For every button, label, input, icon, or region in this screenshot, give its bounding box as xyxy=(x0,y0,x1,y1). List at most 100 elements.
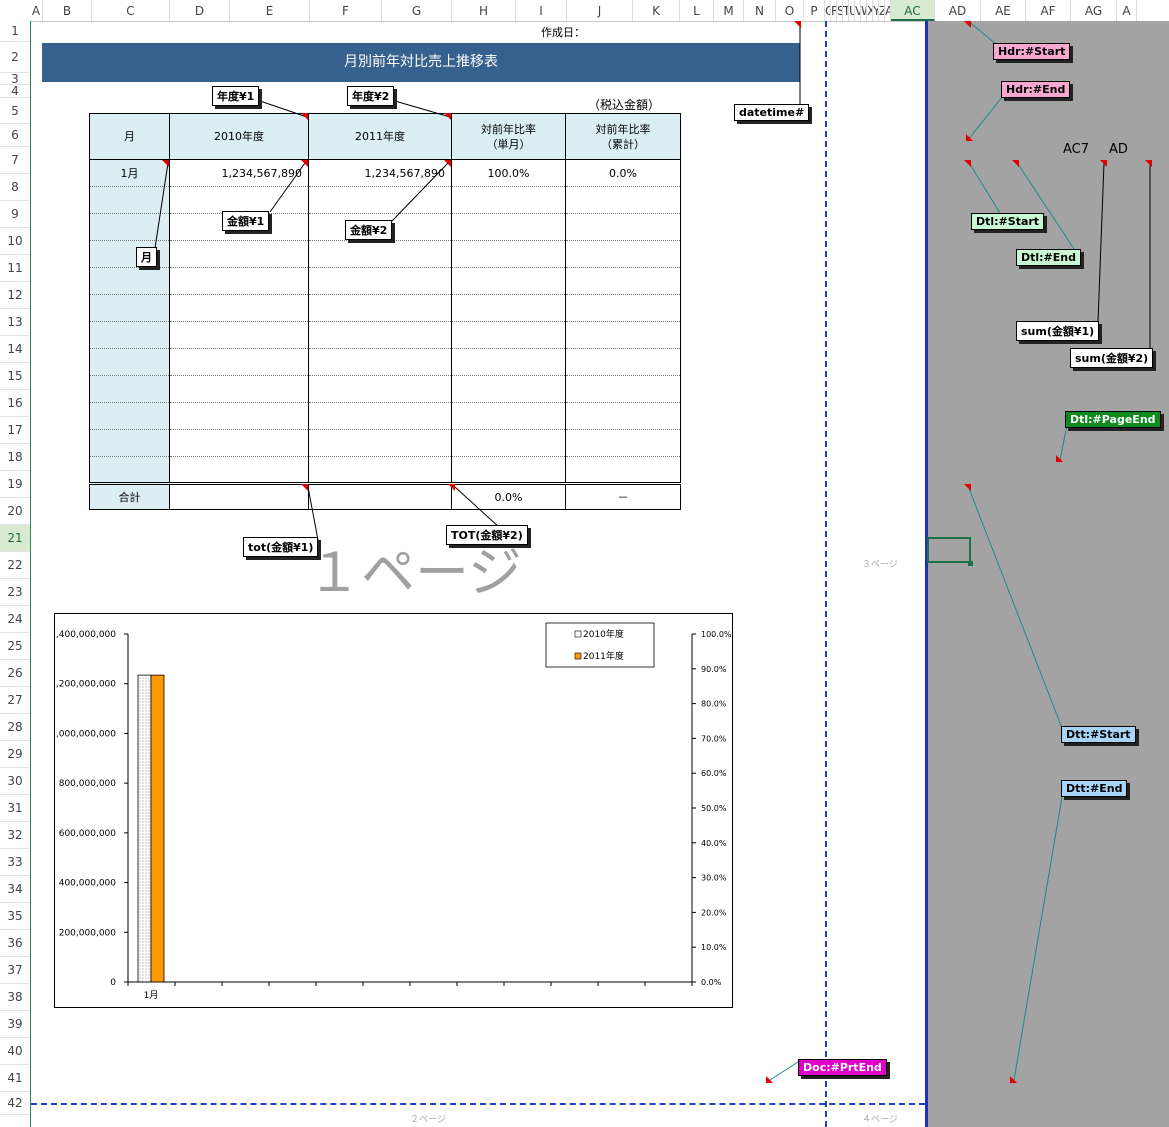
column-header-t[interactable]: T xyxy=(843,0,849,21)
column-header-k[interactable]: K xyxy=(633,0,680,21)
row-header-27[interactable]: 27 xyxy=(0,687,30,714)
row-header-5[interactable]: 5 xyxy=(0,98,30,124)
row-header-32[interactable]: 32 xyxy=(0,822,30,849)
annotation-hdr-start[interactable]: Hdr:#Start xyxy=(993,43,1071,60)
row-header-11[interactable]: 11 xyxy=(0,255,30,282)
row-header-22[interactable]: 22 xyxy=(0,552,30,579)
annotation-dtl-end[interactable]: Dtl:#End xyxy=(1016,249,1081,266)
row-header-28[interactable]: 28 xyxy=(0,714,30,741)
row-header-33[interactable]: 33 xyxy=(0,849,30,876)
column-header-f[interactable]: F xyxy=(310,0,382,21)
column-header-e[interactable]: E xyxy=(230,0,310,21)
row-header-41[interactable]: 41 xyxy=(0,1065,30,1092)
row-header-7[interactable]: 7 xyxy=(0,147,30,174)
total-label[interactable]: 合計 xyxy=(89,482,170,510)
cell-cumulative[interactable]: 0.0% xyxy=(565,159,681,187)
annotation-datetime[interactable]: datetime# xyxy=(734,104,810,121)
total-cumulative[interactable]: － xyxy=(565,482,681,510)
row-header-16[interactable]: 16 xyxy=(0,390,30,417)
column-header-n[interactable]: N xyxy=(744,0,776,21)
row-header-31[interactable]: 31 xyxy=(0,795,30,822)
row-header-19[interactable]: 19 xyxy=(0,471,30,498)
column-header-p[interactable]: P xyxy=(804,0,825,21)
row-header-37[interactable]: 37 xyxy=(0,957,30,984)
column-header-af[interactable]: AF xyxy=(1026,0,1071,21)
annotation-kingaku2[interactable]: 金額¥2 xyxy=(345,220,393,240)
selected-cell[interactable] xyxy=(927,537,971,563)
column-header-h[interactable]: H xyxy=(452,0,516,21)
row-header-38[interactable]: 38 xyxy=(0,984,30,1011)
row-header-26[interactable]: 26 xyxy=(0,660,30,687)
column-header-ae[interactable]: AE xyxy=(981,0,1026,21)
cell-ratio[interactable]: 100.0% xyxy=(451,159,566,187)
row-header-35[interactable]: 35 xyxy=(0,903,30,930)
annotation-doc-prtend[interactable]: Doc:#PrtEnd xyxy=(798,1059,887,1076)
column-header-s[interactable]: S xyxy=(837,0,843,21)
column-header-d[interactable]: D xyxy=(170,0,230,21)
row-header-24[interactable]: 24 xyxy=(0,606,30,633)
cell-month[interactable]: 1月 xyxy=(89,159,170,187)
column-header-i[interactable]: I xyxy=(516,0,567,21)
column-header-u[interactable]: U xyxy=(849,0,855,21)
annotation-kingaku1[interactable]: 金額¥1 xyxy=(222,211,270,231)
row-header-3[interactable]: 3 xyxy=(0,73,30,85)
cell-amount1[interactable]: 1,234,567,890 xyxy=(169,159,309,187)
column-header-ac[interactable]: AC xyxy=(891,0,935,21)
row-header-39[interactable]: 39 xyxy=(0,1011,30,1038)
column-header-j[interactable]: J xyxy=(567,0,633,21)
row-header-23[interactable]: 23 xyxy=(0,579,30,606)
row-header-34[interactable]: 34 xyxy=(0,876,30,903)
annotation-nendo1[interactable]: 年度¥1 xyxy=(212,86,260,106)
row-header-13[interactable]: 13 xyxy=(0,309,30,336)
annotation-sum1[interactable]: sum(金額¥1) xyxy=(1016,321,1100,341)
annotation-nendo2[interactable]: 年度¥2 xyxy=(347,86,395,106)
column-header-a[interactable]: A xyxy=(1117,0,1137,21)
column-header-r[interactable]: R xyxy=(831,0,837,21)
column-header-ag[interactable]: AG xyxy=(1071,0,1117,21)
row-header-2[interactable]: 2 xyxy=(0,42,30,73)
annotation-sum2[interactable]: sum(金額¥2) xyxy=(1070,348,1154,368)
column-header-a[interactable]: A xyxy=(30,0,43,21)
annotation-dtt-end[interactable]: Dtt:#End xyxy=(1061,780,1128,797)
annotation-tot2[interactable]: TOT(金額¥2) xyxy=(446,525,528,545)
column-header-x[interactable]: X xyxy=(867,0,873,21)
annotation-dtl-start[interactable]: Dtl:#Start xyxy=(971,213,1045,230)
row-header-17[interactable]: 17 xyxy=(0,417,30,444)
annotation-dtl-pageend[interactable]: Dtl:#PageEnd xyxy=(1065,411,1161,428)
row-header-12[interactable]: 12 xyxy=(0,282,30,309)
row-header-42[interactable]: 42 xyxy=(0,1092,30,1115)
column-header-ad[interactable]: AD xyxy=(935,0,981,21)
column-header-o[interactable]: O xyxy=(776,0,804,21)
row-header-4[interactable]: 4 xyxy=(0,85,30,98)
row-header-21[interactable]: 21 xyxy=(0,525,30,552)
column-header-v[interactable]: V xyxy=(855,0,861,21)
column-header-aa[interactable]: AA xyxy=(885,0,891,21)
cell-amount2[interactable]: 1,234,567,890 xyxy=(308,159,452,187)
row-header-30[interactable]: 30 xyxy=(0,768,30,795)
column-header-y[interactable]: Y xyxy=(873,0,879,21)
total-amount1[interactable] xyxy=(169,482,309,510)
annotation-tot1[interactable]: tot(金額¥1) xyxy=(243,537,319,557)
row-header-40[interactable]: 40 xyxy=(0,1038,30,1065)
column-header-g[interactable]: G xyxy=(382,0,452,21)
column-header-m[interactable]: M xyxy=(714,0,744,21)
column-header-l[interactable]: L xyxy=(680,0,714,21)
column-header-q[interactable]: Q xyxy=(825,0,831,21)
total-amount2[interactable] xyxy=(308,482,452,510)
row-header-29[interactable]: 29 xyxy=(0,741,30,768)
annotation-hdr-end[interactable]: Hdr:#End xyxy=(1001,81,1071,98)
row-header-20[interactable]: 20 xyxy=(0,498,30,525)
column-header-b[interactable]: B xyxy=(43,0,92,21)
row-header-14[interactable]: 14 xyxy=(0,336,30,363)
column-header-c[interactable]: C xyxy=(92,0,170,21)
row-header-8[interactable]: 8 xyxy=(0,174,30,201)
fill-handle[interactable] xyxy=(968,561,973,566)
row-header-10[interactable]: 10 xyxy=(0,228,30,255)
annotation-dtt-start[interactable]: Dtt:#Start xyxy=(1061,726,1136,743)
row-header-25[interactable]: 25 xyxy=(0,633,30,660)
row-header-18[interactable]: 18 xyxy=(0,444,30,471)
annotation-month[interactable]: 月 xyxy=(136,247,157,267)
row-header-36[interactable]: 36 xyxy=(0,930,30,957)
column-header-w[interactable]: W xyxy=(861,0,867,21)
